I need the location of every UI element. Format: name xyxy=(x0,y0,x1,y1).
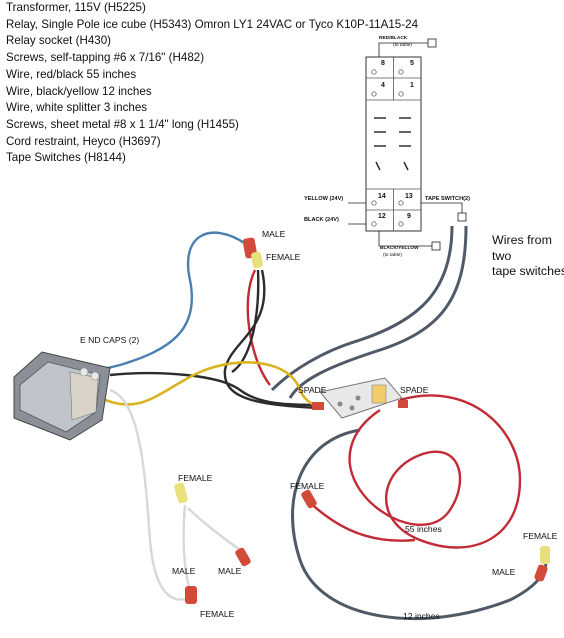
black-24v-label: BLACK (24V) xyxy=(304,217,339,223)
connectors xyxy=(174,237,550,604)
terminal-13: 13 xyxy=(405,193,413,200)
terminal-14: 14 xyxy=(378,193,386,200)
female-label: FEMALE xyxy=(266,252,301,262)
female-label: FEMALE xyxy=(178,473,213,483)
male-label: MALE xyxy=(172,566,196,576)
caption-line: two xyxy=(492,248,512,263)
terminal-9: 9 xyxy=(407,213,411,220)
terminal-12: 12 xyxy=(378,213,386,220)
parts-list-item: Wire, white splitter 3 inches xyxy=(6,101,148,115)
tape-switch-label: TAPE SWITCH(2) xyxy=(425,196,470,202)
spade-label-right: SPADE xyxy=(400,385,429,395)
to-table-label: (to table) xyxy=(393,43,412,48)
red-black-label: RED/BLACK xyxy=(379,36,408,41)
female-label: FEMALE xyxy=(523,531,558,541)
black-yellow-label: BLACK/YELLOW xyxy=(380,246,419,251)
male-label: MALE xyxy=(492,567,516,577)
parts-list-item: Tape Switches (H8144) xyxy=(6,151,126,165)
parts-list-item: Screws, sheet metal #8 x 1 1/4" long (H1… xyxy=(6,117,239,131)
terminal-5: 5 xyxy=(410,60,414,67)
yellow-24v-label: YELLOW (24V) xyxy=(304,196,344,202)
caption-line: Wires from xyxy=(492,233,552,247)
parts-list-item: Relay socket (H430) xyxy=(6,34,112,48)
caption-line: tape switches xyxy=(492,264,564,278)
female-label: FEMALE xyxy=(200,609,235,619)
parts-list-item: Transformer, 115V (H5225) xyxy=(6,1,146,14)
parts-list-item: Wire, black/yellow 12 inches xyxy=(6,84,152,98)
relay-socket-schematic xyxy=(348,38,467,251)
blue-wire xyxy=(85,231,247,377)
terminal-4: 4 xyxy=(381,82,385,89)
red-wire xyxy=(246,269,522,549)
wires-from-caption: Wires from two tape switches xyxy=(492,233,564,280)
parts-list: Transformer, 115V (H5225) Relay, Single … xyxy=(6,0,418,167)
terminal-8: 8 xyxy=(381,60,385,67)
tape-switch-wires xyxy=(270,225,548,621)
yellow-wire xyxy=(94,361,323,410)
male-label: MALE xyxy=(262,229,286,239)
male-label: MALE xyxy=(218,566,242,576)
relay-photo xyxy=(319,377,403,419)
parts-list-item: Relay, Single Pole ice cube (H5343) Omro… xyxy=(6,17,419,31)
parts-list-item: Cord restraint, Heyco (H3697) xyxy=(6,134,161,148)
parts-list-item: Screws, self-tapping #6 x 7/16" (H482) xyxy=(6,51,205,65)
spade-label-left: SPADE xyxy=(298,385,327,395)
transformer xyxy=(13,351,111,441)
terminal-1: 1 xyxy=(410,82,414,89)
parts-list-item: Wire, red/black 55 inches xyxy=(6,67,137,81)
length-55-label: 55 inches xyxy=(405,524,442,534)
length-12-label: 12 inches xyxy=(403,611,440,621)
end-caps-label: E ND CAPS (2) xyxy=(80,335,140,345)
black-wires xyxy=(109,269,321,410)
female-label: FEMALE xyxy=(290,481,325,491)
to-table-label: (to table) xyxy=(383,253,402,258)
